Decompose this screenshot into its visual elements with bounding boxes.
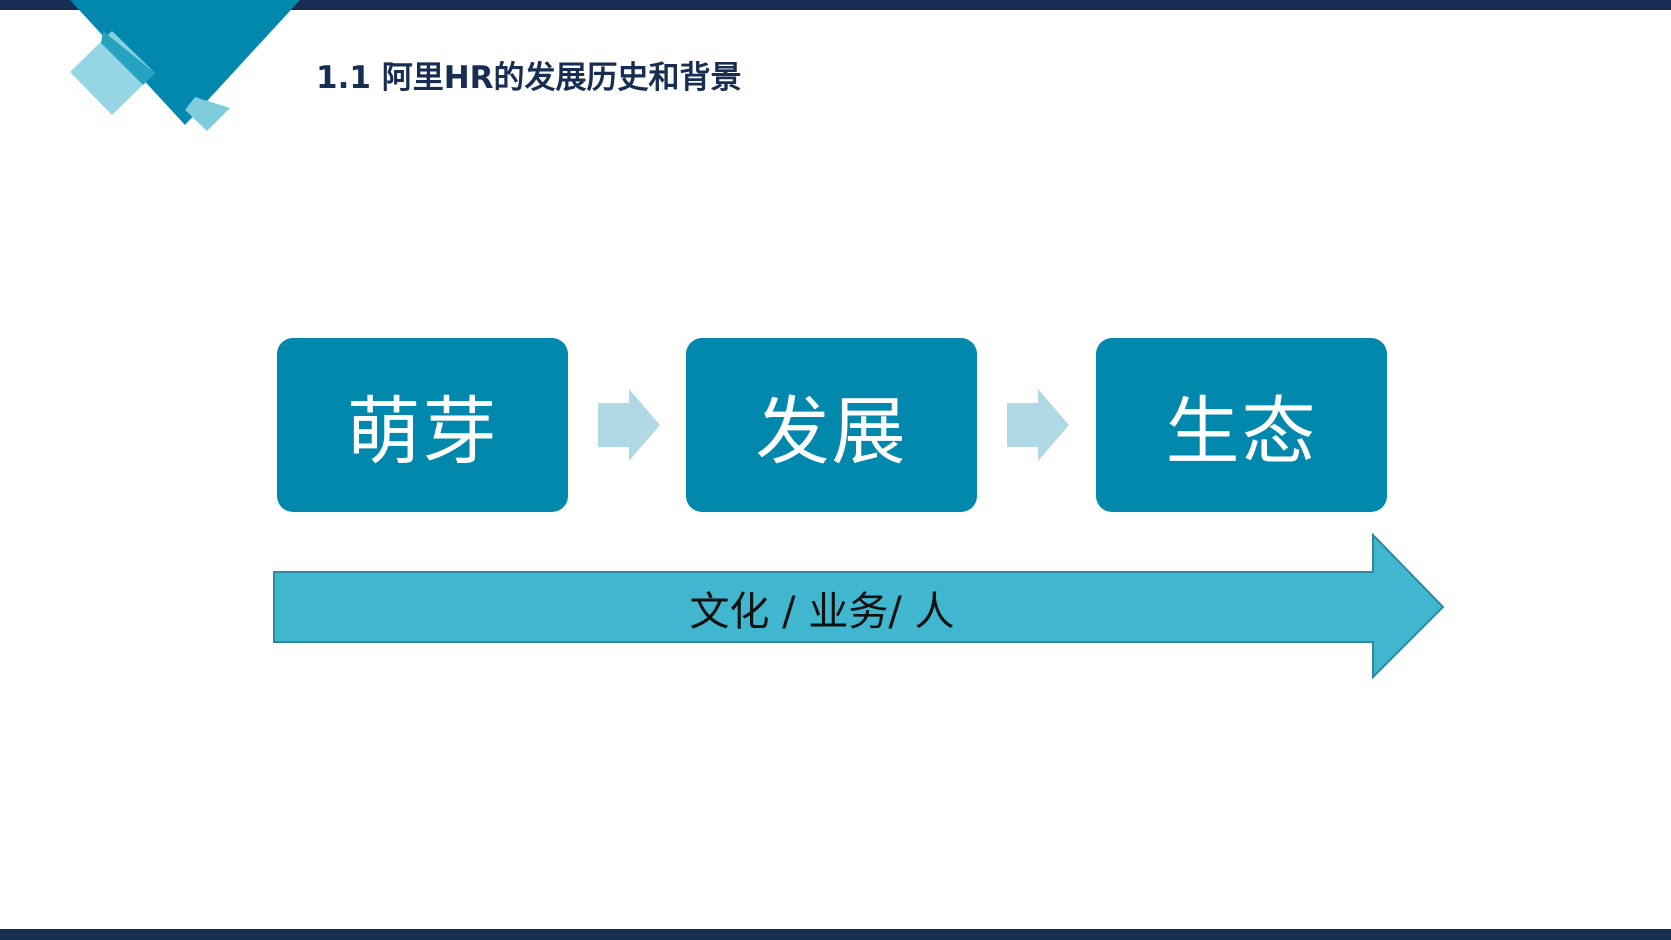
timeline-label: 文化 / 业务/ 人 bbox=[272, 572, 1372, 643]
right-arrow-icon bbox=[1007, 389, 1069, 461]
corner-diamond-decoration-icon bbox=[70, 0, 300, 131]
stage-label: 发展 bbox=[755, 388, 908, 475]
stage-box-ecosystem: 生态 bbox=[1096, 338, 1387, 512]
top-frame-bar bbox=[0, 0, 1671, 10]
long-right-arrow-icon bbox=[273, 533, 1445, 679]
stage-box-development: 发展 bbox=[686, 338, 977, 512]
slide-title: 1.1 阿里HR的发展历史和背景 bbox=[316, 60, 742, 96]
right-arrow-icon bbox=[598, 389, 660, 461]
stage-box-sprout: 萌芽 bbox=[277, 338, 568, 512]
bottom-frame-bar bbox=[0, 929, 1671, 940]
timeline-label-text: 文化 / 业务/ 人 bbox=[689, 588, 955, 635]
stage-label: 萌芽 bbox=[346, 388, 499, 475]
stage-label: 生态 bbox=[1165, 388, 1318, 475]
